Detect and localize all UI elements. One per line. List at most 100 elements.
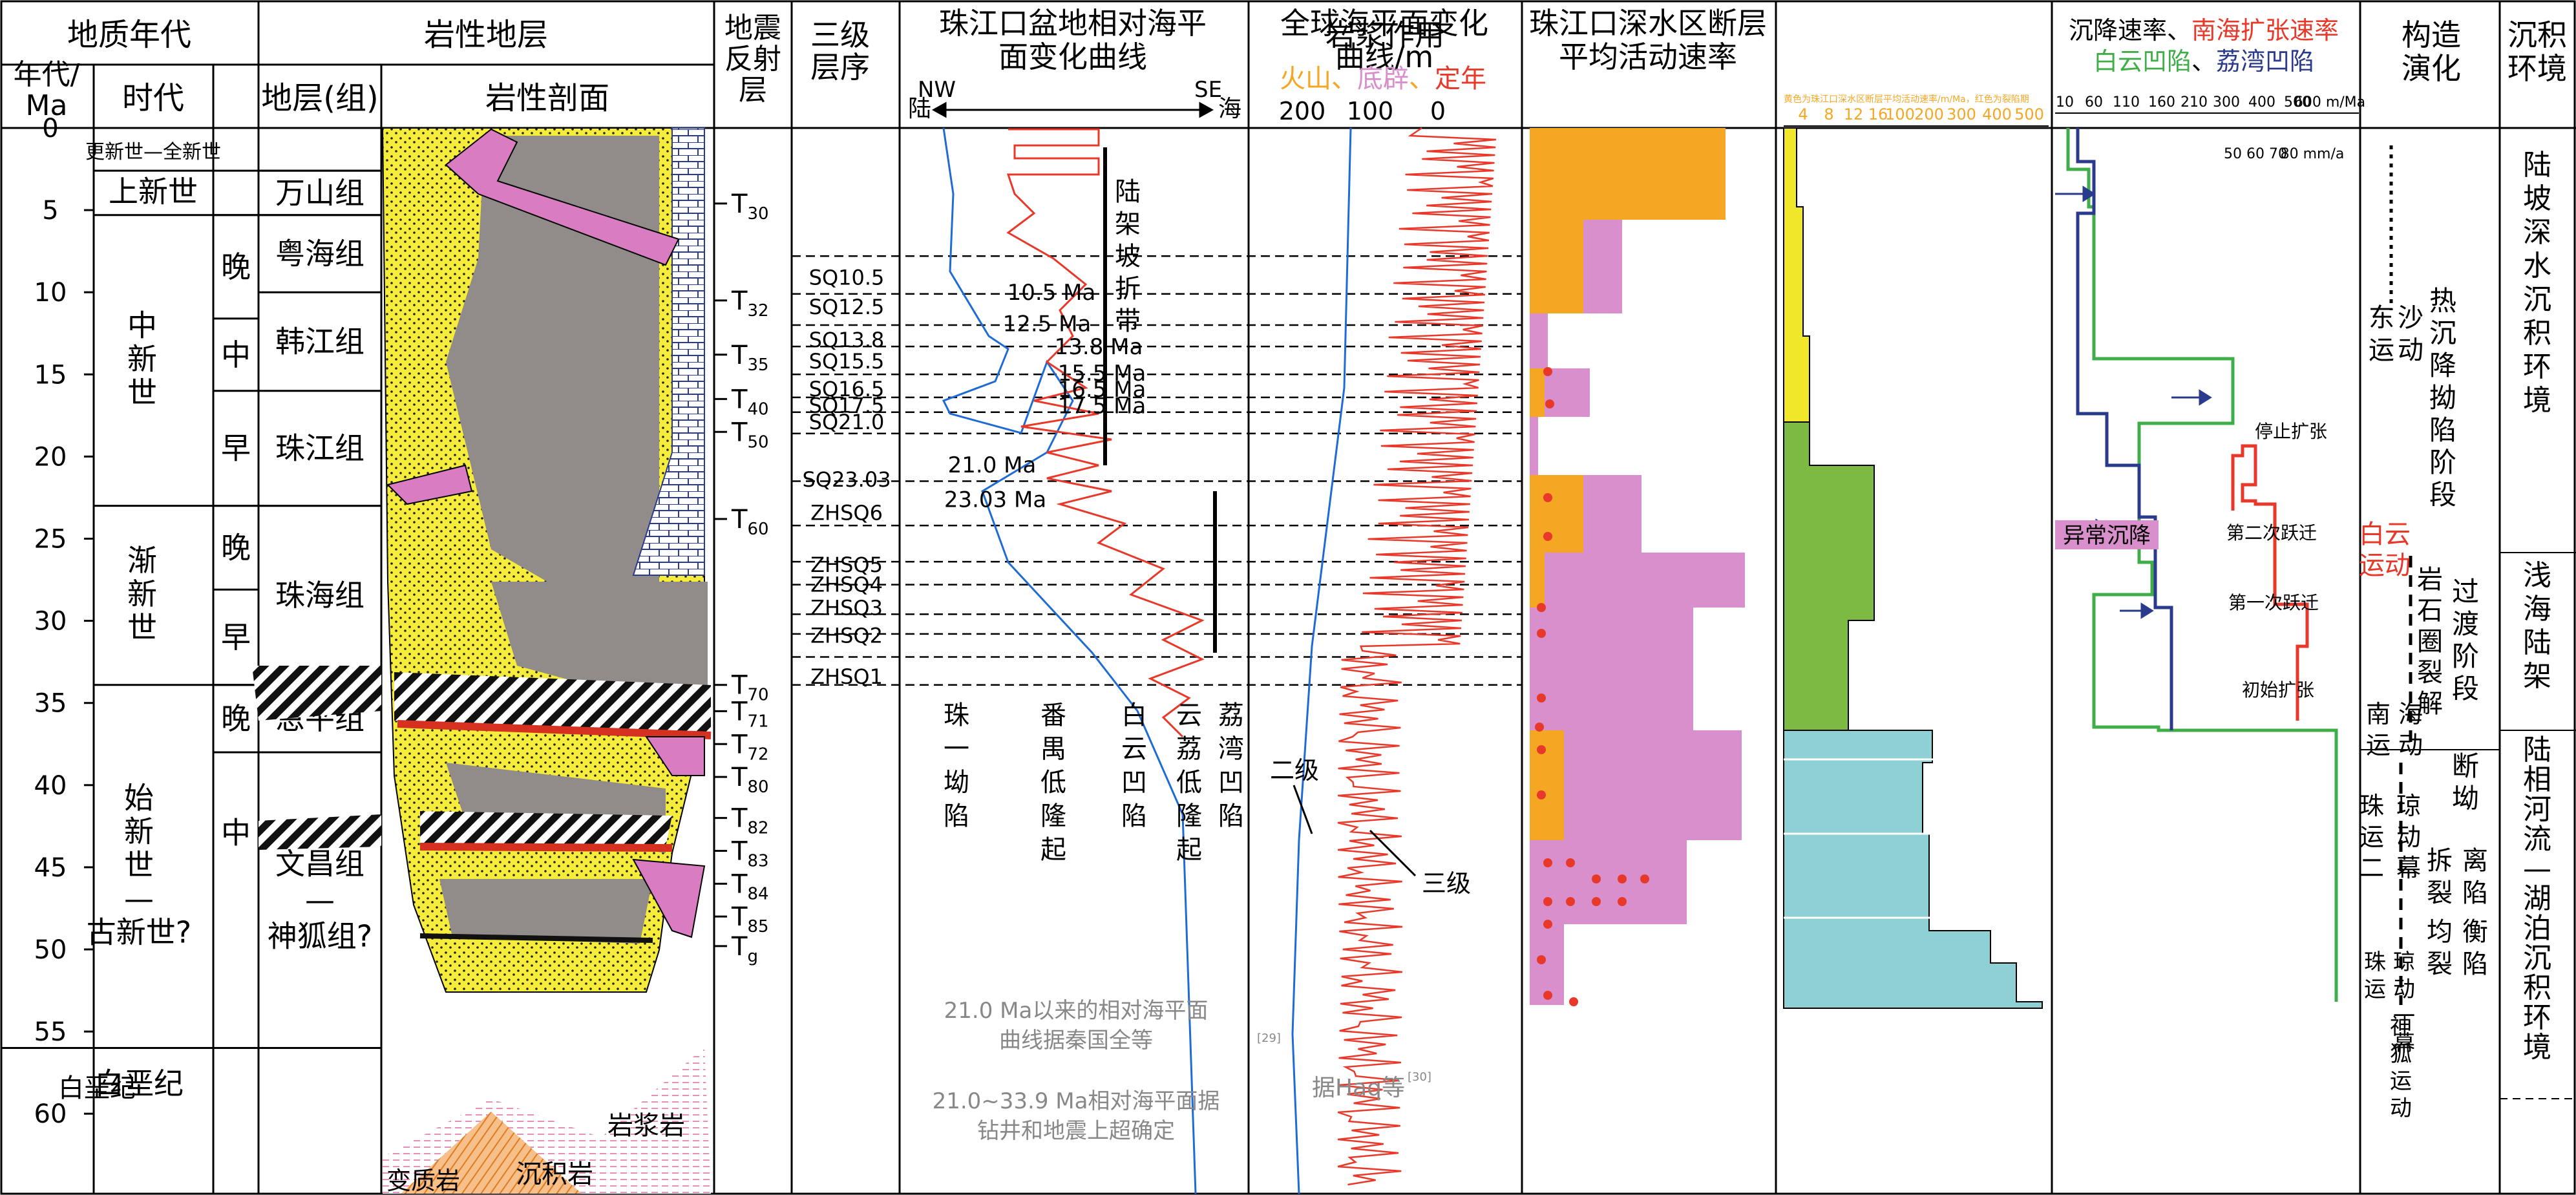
lithology-section: 岩浆岩 变质岩 沉积岩 (252, 127, 712, 1195)
spreading-label: 第一次跃迁 (2228, 592, 2319, 613)
tectonic-stage-3e: 衡陷 (2462, 917, 2488, 979)
age-label: 30 (34, 607, 67, 637)
epoch-label: 上新世 (109, 174, 198, 209)
subepoch-label: 早 (221, 431, 251, 466)
sequence-label: ZHSQ3 (810, 595, 883, 620)
formation-label: 珠海组 (275, 578, 364, 613)
rsl-note-1: 21.0 Ma以来的相对海平面曲线据秦国全等 (944, 998, 1209, 1053)
rsl-note-2: 21.0~33.9 Ma相对海平面据钻井和地震上超确定 (933, 1088, 1220, 1144)
section-sed-label: 沉积岩 (516, 1159, 593, 1189)
magmatism-dated-dot (1543, 897, 1552, 906)
tectonic-stage-3a: 断坳 (2452, 750, 2479, 814)
header-litho: 岩性地层 (424, 17, 548, 53)
subsidence-title-1: 沉降速率、南海扩张速率 (2069, 16, 2339, 45)
subepoch-label: 晚 (221, 701, 251, 736)
age-label: 60 (34, 1099, 67, 1129)
magmatism-dated-dot (1618, 874, 1627, 883)
subsidence-tick: 10 (2056, 94, 2074, 111)
magmatism-dated-dot (1537, 629, 1546, 638)
subsidence-anomaly-box (2055, 520, 2159, 549)
rsl-age-label: 15.5 Ma (1058, 361, 1146, 386)
rsl-age-label: 10.5 Ma (1008, 280, 1096, 306)
epoch-column: 更新世—全新世上新世中新世渐新世始新世—古新世?白垩纪晚中早晚早晚中万山组粤海组… (1, 127, 381, 1103)
gsl-arrows (1293, 785, 1417, 877)
subsidence-title-2: 白云凹陷、荔湾凹陷 (2093, 47, 2314, 76)
tectonic-nanhai: 南运 (2366, 700, 2391, 759)
magmatism-dated-dot (1537, 603, 1546, 612)
rsl-age-label: 13.8 Ma (1055, 334, 1143, 360)
sequence-label: ZHSQ5 (810, 553, 883, 577)
header-epoch: 时代 (122, 80, 184, 116)
section-meta-label: 变质岩 (386, 1167, 460, 1195)
header-magmatism: 岩浆作用 (1325, 17, 1444, 52)
fault-tick: 200 (1914, 105, 1944, 123)
age-label: 20 (34, 442, 67, 472)
sequence-label: SQ15.5 (809, 349, 885, 374)
age-label: 45 (34, 853, 67, 883)
magmatism-bar (1530, 730, 1564, 840)
subsidence-tick: 300 (2213, 94, 2240, 111)
magmatism-panel (1530, 128, 1745, 1006)
header-formation: 地层(组) (261, 80, 378, 116)
seismic-label: T30 (731, 189, 769, 224)
fault-tick: 500 (2014, 105, 2044, 123)
rsl-unit-label: 云荔低隆起 (1176, 701, 1202, 865)
age-label: 55 (34, 1017, 67, 1047)
magmatism-dated-dot (1537, 790, 1546, 799)
fault-tick: 300 (1947, 105, 1976, 123)
sequence-label: ZHSQ6 (810, 501, 883, 525)
magmatism-bar (1530, 553, 1545, 608)
formation-label: 万山组 (275, 175, 364, 210)
sequence-label: ZHSQ2 (810, 624, 883, 648)
sequence-label: SQ12.5 (809, 295, 885, 319)
subepoch-label: 早 (221, 620, 251, 655)
subepoch-label: 中 (221, 816, 251, 851)
sequence-label: SQ10.5 (809, 265, 885, 290)
gsl-tick: 100 (1347, 97, 1394, 125)
magmatism-bar (1530, 840, 1687, 924)
rsl-se-label: SE (1194, 77, 1222, 103)
sequence-label: SQ21.0 (809, 410, 885, 434)
tectonic-zhuqiong-2b: 琼动幕 (2396, 792, 2421, 882)
magmatism-dated-dot (1543, 920, 1552, 929)
subsidence-tick: 60 (2085, 94, 2103, 111)
header-geo-age: 地质年代 (67, 17, 191, 53)
seismic-label: T32 (731, 286, 769, 321)
seismic-label: T72 (731, 730, 769, 764)
subsidence-tick: 210 (2180, 94, 2208, 111)
seismic-label: T50 (731, 418, 769, 452)
subepoch-label: 晚 (221, 530, 251, 565)
env-shallow-shelf: 浅海陆架 (2523, 559, 2551, 693)
magmatism-dated-dot (1543, 858, 1552, 867)
subsidence-anomaly-label: 异常沉降 (2063, 523, 2151, 549)
spreading-label: 停止扩张 (2255, 421, 2327, 442)
spread-tick: 60 (2246, 146, 2265, 162)
seismic-label: T40 (731, 385, 769, 419)
seismic-label: T80 (731, 763, 769, 797)
rsl-unit-label: 荔湾凹陷 (1218, 701, 1244, 831)
magmatism-dated-dot (1535, 723, 1544, 732)
tectonic-dongsha-2: 沙动 (2398, 303, 2423, 365)
tectonic-zhuqiong-1: 珠运 (2364, 949, 2386, 1002)
magmatism-dated-dot (1543, 493, 1552, 502)
age-label: 40 (34, 771, 67, 801)
spreading-rate-curve (2231, 444, 2309, 721)
rsl-age-label: 17.5 Ma (1058, 394, 1146, 419)
rsl-land-label: 陆 (908, 96, 931, 122)
fault-subtitle: 黄色为珠江口深水区断层平均活动速率/m/Ma，红色为裂陷期 (1784, 94, 2029, 105)
env-fluvial-lacustrine: 陆相河流—湖泊沉积环境 (2523, 734, 2551, 1064)
gsl-source: 据Haq等 (1312, 1075, 1405, 1101)
spreading-label: 初始扩张 (2242, 679, 2314, 701)
seismic-label: Tg (731, 932, 758, 966)
magmatism-dated-dot (1569, 997, 1578, 1006)
gsl-tick: 200 (1279, 97, 1326, 125)
header-sequence: 三级层序 (810, 17, 870, 85)
magmatism-bar (1530, 313, 1548, 368)
seismic-label: T83 (731, 836, 769, 871)
fault-tick: 16 (1868, 105, 1888, 123)
